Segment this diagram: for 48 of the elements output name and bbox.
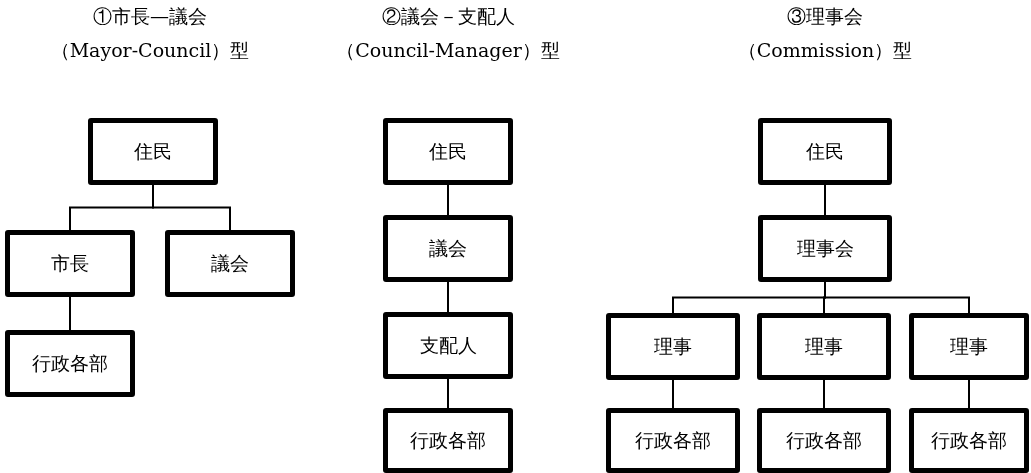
org-box	[757, 313, 891, 380]
box-label: 理事	[654, 333, 692, 359]
connector-line	[447, 281, 449, 313]
box-label: 住民	[806, 138, 844, 164]
connector-line	[672, 379, 674, 409]
column-heading: （Mayor-Council）型	[50, 38, 250, 63]
connector-line	[447, 184, 449, 216]
org-box	[383, 312, 513, 379]
connector-line	[968, 379, 970, 409]
box-label: 市長	[51, 250, 89, 276]
column-heading: ①市長—議会	[93, 4, 207, 29]
org-box	[758, 118, 892, 185]
org-box	[5, 230, 135, 297]
column-heading: ②議会－支配人	[381, 4, 515, 29]
org-box	[383, 408, 513, 473]
org-box	[165, 230, 295, 297]
box-label: 理事	[805, 333, 843, 359]
box-label: 行政各部	[32, 350, 108, 376]
box-label: 議会	[211, 250, 249, 276]
box-label: 住民	[429, 138, 467, 164]
org-box	[909, 313, 1029, 380]
box-label: 行政各部	[635, 427, 711, 453]
org-box	[758, 215, 892, 282]
column-heading: （Commission）型	[737, 38, 913, 63]
box-label: 住民	[134, 138, 172, 164]
connector-line	[824, 184, 826, 216]
org-box	[606, 408, 740, 473]
connector-line	[447, 378, 449, 409]
box-label: 行政各部	[931, 427, 1007, 453]
connector-line	[152, 184, 231, 231]
box-label: 理事会	[796, 235, 854, 261]
org-box	[88, 118, 218, 185]
column-heading: （Council-Manager）型	[336, 38, 560, 63]
org-box	[909, 408, 1029, 473]
box-label: 理事	[950, 333, 988, 359]
org-box	[757, 408, 891, 473]
org-box	[383, 215, 513, 282]
box-label: 議会	[429, 235, 467, 261]
connector-line	[823, 379, 825, 409]
org-box	[5, 330, 135, 397]
box-label: 行政各部	[786, 427, 862, 453]
connector-line	[824, 281, 970, 314]
box-label: 支配人	[419, 332, 477, 358]
org-box	[606, 313, 740, 380]
connector-line	[69, 296, 71, 331]
org-box	[383, 118, 513, 185]
box-label: 行政各部	[410, 427, 486, 453]
column-heading: ③理事会	[787, 4, 863, 29]
